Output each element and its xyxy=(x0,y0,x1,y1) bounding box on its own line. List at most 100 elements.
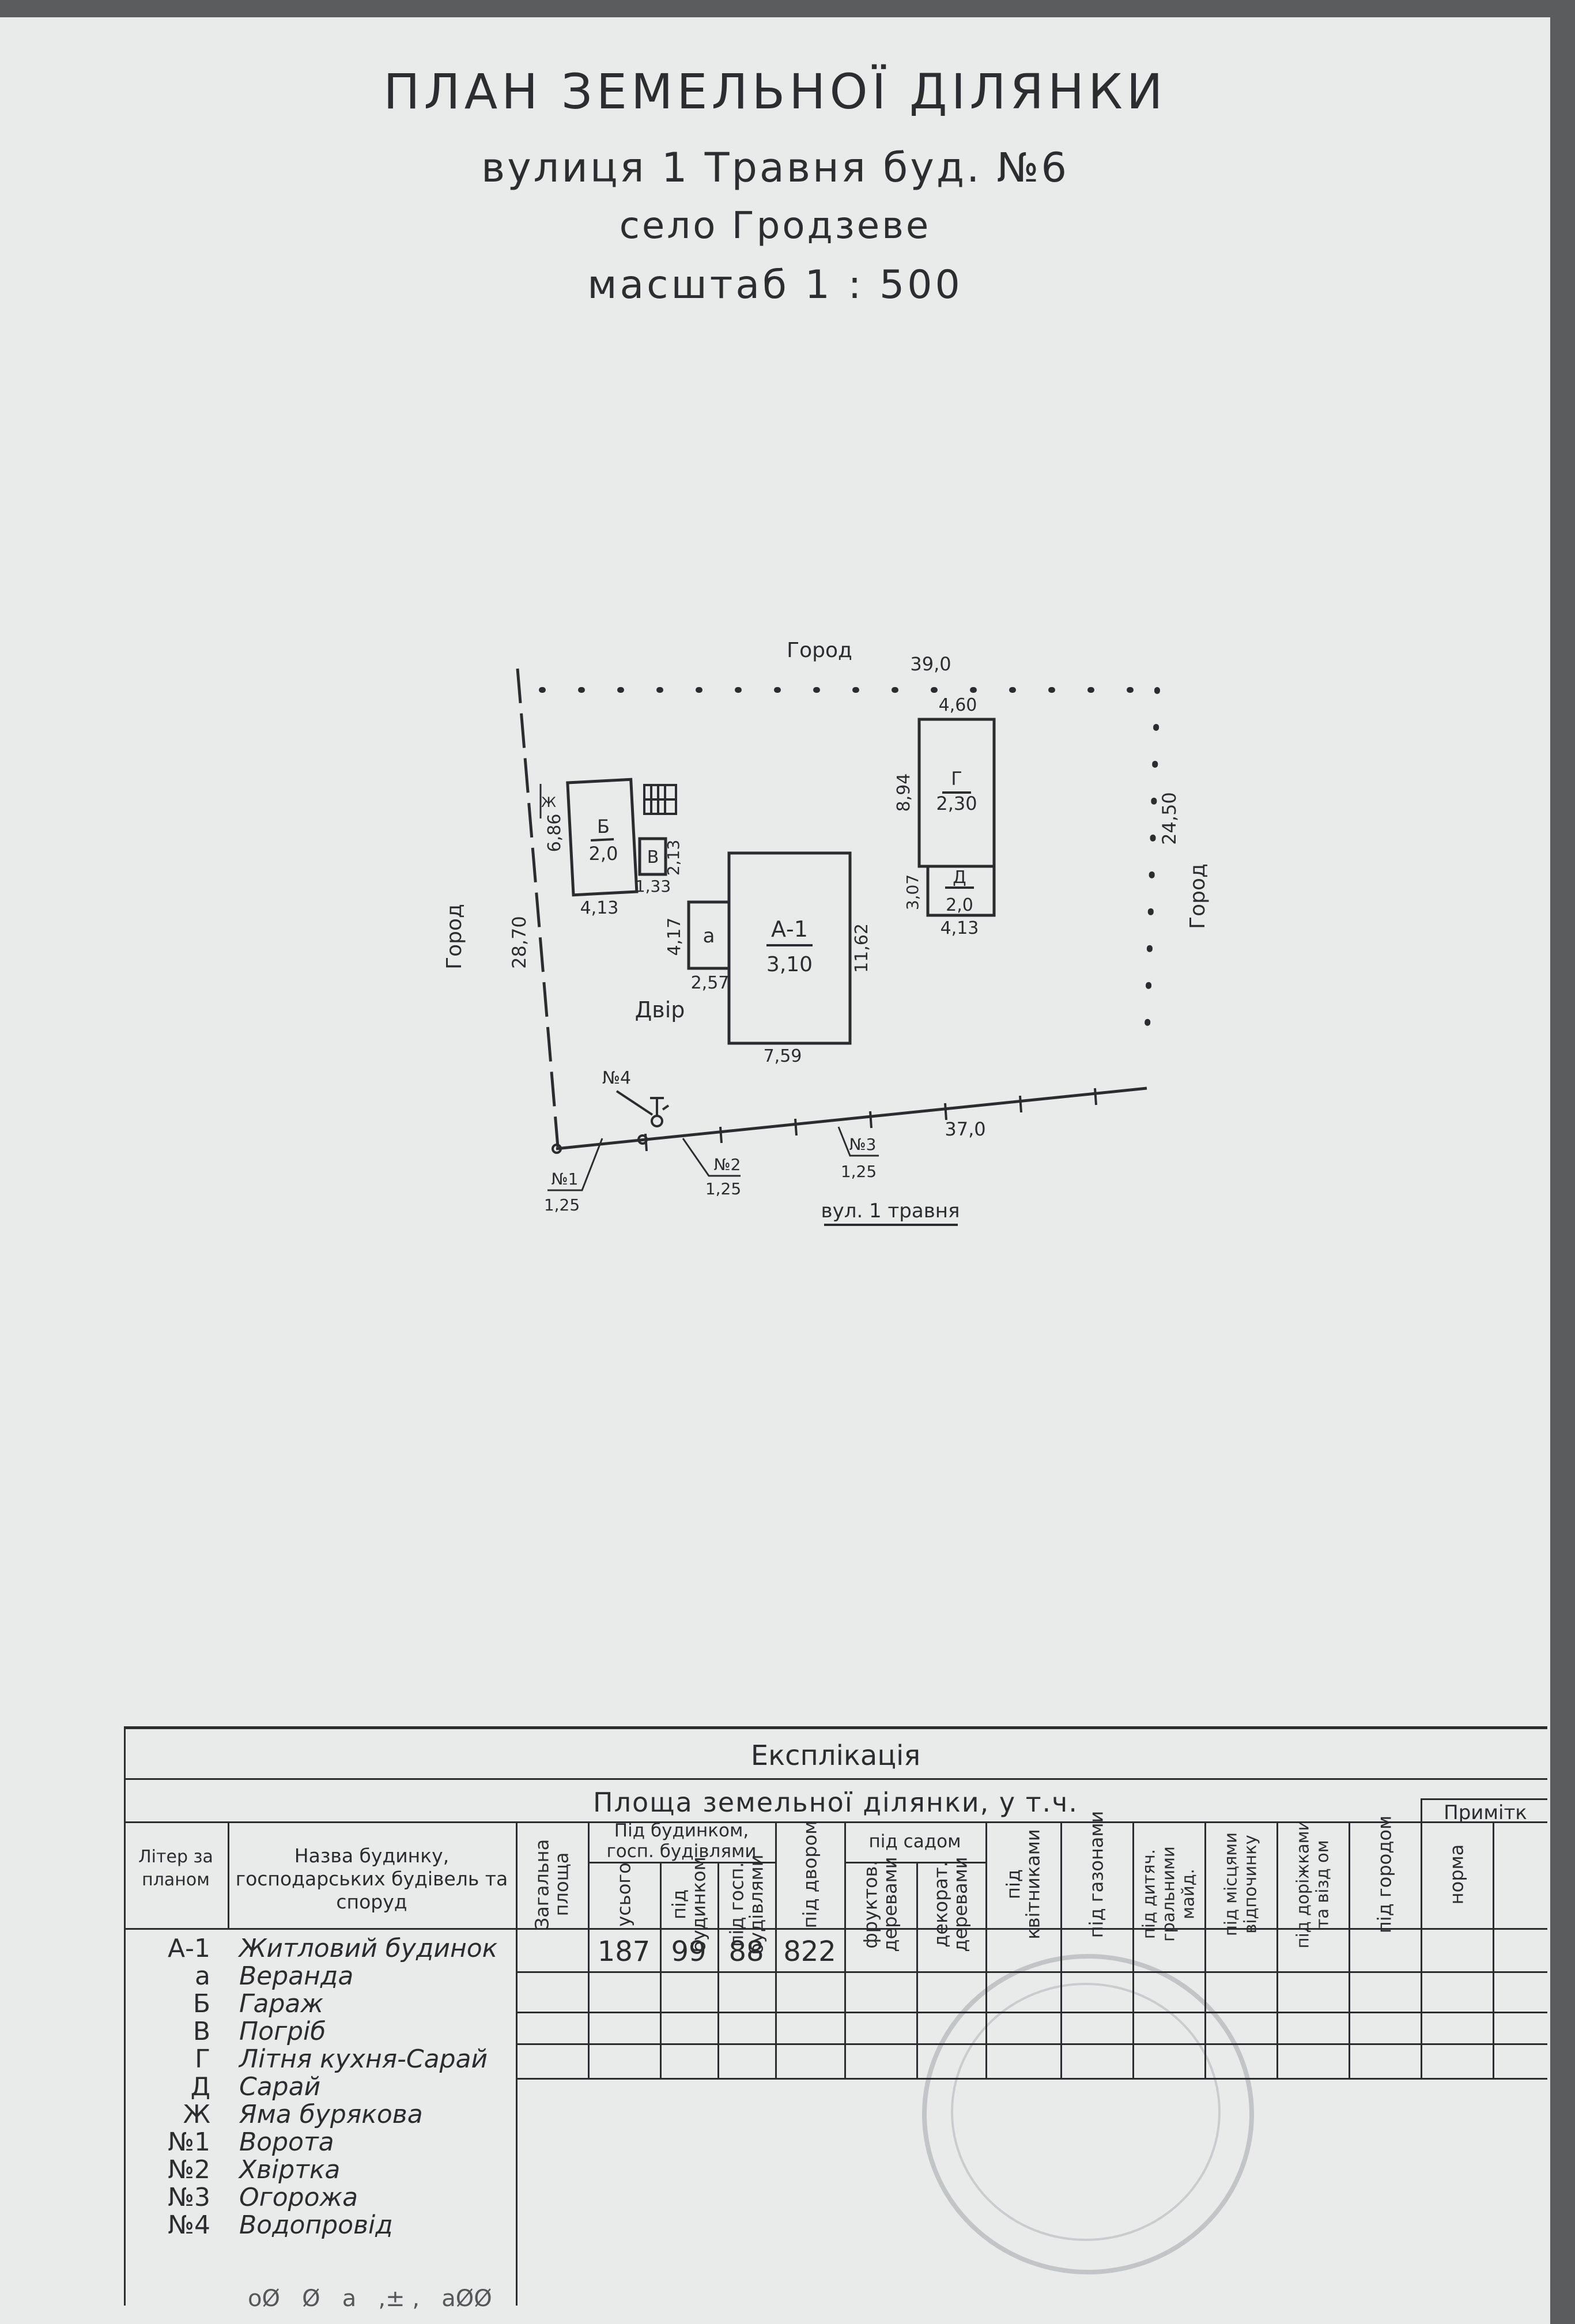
explication-title: Експлікація xyxy=(750,1740,921,1772)
shed-d xyxy=(926,865,996,917)
g-label: Г xyxy=(951,768,962,790)
legend-letter: В xyxy=(192,2017,210,2046)
label-yard: Двір xyxy=(635,997,685,1023)
d-height: 2,0 xyxy=(946,895,973,915)
site-plan-drawing: А-1 3,10 7,59 11,62 а 2,57 4,17 Б 2,0 4,… xyxy=(443,639,1210,1226)
header-playground: під дитяч. гральними майд. xyxy=(1139,1846,1198,1942)
zh-label: Ж xyxy=(541,794,556,810)
header-norm: норма xyxy=(1445,1844,1468,1905)
legend-name: Яма бурякова xyxy=(239,2100,423,2129)
a1-length: 11,62 xyxy=(852,923,872,973)
legend-letter: №2 xyxy=(168,2155,210,2185)
header-yard: під двором xyxy=(799,1820,821,1929)
a1-width: 7,59 xyxy=(764,1046,802,1066)
b-label: Б xyxy=(597,816,610,837)
mark-n2-value: 1,25 xyxy=(705,1179,741,1198)
dim-top: 39,0 xyxy=(910,653,951,675)
mark-n1-value: 1,25 xyxy=(544,1195,580,1214)
dim-bottom: 37,0 xyxy=(945,1118,985,1140)
legend-name: Ворота xyxy=(239,2127,334,2157)
cellar-v xyxy=(638,837,667,876)
legend-letter: Д xyxy=(190,2072,210,2102)
legend-letter: а xyxy=(195,1961,210,1991)
a-length: 4,17 xyxy=(664,918,685,956)
header-decor: декорат. деревами xyxy=(930,1857,972,1952)
boundary-right xyxy=(1144,687,1160,1049)
building-a1 xyxy=(727,851,852,1045)
explication-subtitle: Площа земельної ділянки, у т.ч. xyxy=(593,1787,1078,1818)
mark-n4: №4 xyxy=(602,1068,631,1088)
mark-n3-value: 1,25 xyxy=(841,1162,877,1181)
value-all: 187 xyxy=(597,1936,651,1968)
g-width: 4,60 xyxy=(939,695,977,715)
a-label: а xyxy=(703,925,715,948)
legend-name: Водопровід xyxy=(239,2210,393,2240)
village-line: село Гродзеве xyxy=(619,205,931,247)
d-width: 4,13 xyxy=(941,918,979,938)
b-length: 6,86 xyxy=(545,814,565,852)
mark-n2: №2 xyxy=(714,1155,741,1174)
header-lawn: під газонами xyxy=(1085,1810,1108,1938)
legend-letter: А-1 xyxy=(168,1934,210,1963)
legend-name: Житловий будинок xyxy=(239,1934,498,1963)
g-length: 8,94 xyxy=(894,774,914,812)
official-stamp xyxy=(922,1954,1254,2274)
dim-right: 24,50 xyxy=(1158,792,1180,845)
header-rest: під місцями відпочинку xyxy=(1221,1832,1260,1937)
legend-letter: №3 xyxy=(168,2183,210,2212)
v-width: 1,33 xyxy=(635,877,671,896)
scribble-marks: oØ Ø a ,± , aØØ xyxy=(248,2285,492,2312)
official-stamp-inner xyxy=(951,1983,1221,2241)
fence-street xyxy=(556,1086,1147,1150)
address-line: вулиця 1 Травня буд. №6 xyxy=(481,144,1069,191)
label-neighbor-right: Город xyxy=(1186,863,1210,929)
mark-n1: №1 xyxy=(552,1169,579,1189)
header-fruit: фруктов. деревами xyxy=(859,1857,901,1952)
value-house: 99 xyxy=(671,1936,707,1968)
explication-table: Експлікація Площа земельної ділянки, у т… xyxy=(124,1726,1547,2312)
garage-b xyxy=(566,778,639,897)
legend-name: Веранда xyxy=(239,1961,354,1991)
scale-line: масштаб 1 : 500 xyxy=(587,262,963,308)
legend-letter: Ж xyxy=(183,2100,210,2129)
label-neighbor-left: Город xyxy=(443,904,466,969)
header-total: Загальна площа xyxy=(531,1839,573,1930)
v-label: В xyxy=(647,847,659,867)
header-group-garden: під садом xyxy=(868,1831,961,1852)
legend-name: Погріб xyxy=(239,2017,326,2046)
legend-name: Хвіртка xyxy=(239,2155,341,2185)
header-group-buildings: Під будинком, госп. будівлями xyxy=(606,1820,757,1862)
header-vegetable: під городом xyxy=(1373,1815,1396,1934)
legend-name: Сарай xyxy=(239,2072,321,2102)
label-neighbor-top: Город xyxy=(787,639,852,662)
a1-height: 3,10 xyxy=(766,953,813,976)
legend-letter: Б xyxy=(192,1989,210,2019)
d-label: Д xyxy=(953,867,966,888)
document-title: ПЛАН ЗЕМЕЛЬНОЇ ДІЛЯНКИ xyxy=(383,63,1167,120)
header-name: Назва будинку, господарських будівель та… xyxy=(235,1844,508,1913)
water-pipe-icon xyxy=(615,1090,670,1127)
veranda-a xyxy=(687,900,731,970)
legend-name: Літня кухня-Сарай xyxy=(239,2044,488,2074)
boundary-left xyxy=(516,668,560,1148)
header-paths: під доріжками та візд ом xyxy=(1293,1820,1332,1949)
legend-letter: Г xyxy=(195,2044,210,2074)
legend-name: Огорожа xyxy=(239,2183,358,2212)
b-width: 4,13 xyxy=(580,898,619,918)
b-height: 2,0 xyxy=(589,843,618,865)
header-notes: Примітк xyxy=(1444,1801,1527,1824)
legend-name: Гараж xyxy=(239,1989,324,2019)
header-litera: Літер за планом xyxy=(138,1847,213,1890)
stairs-icon xyxy=(643,784,677,815)
legend-letter: №4 xyxy=(168,2210,210,2240)
legend-letter: №1 xyxy=(168,2127,210,2157)
a-width: 2,57 xyxy=(691,973,730,993)
label-street: вул. 1 травня xyxy=(821,1199,960,1223)
value-outbuild: 88 xyxy=(728,1936,764,1968)
v-length: 2,13 xyxy=(664,840,683,876)
a1-label: А-1 xyxy=(771,916,808,942)
g-height: 2,30 xyxy=(936,793,977,814)
mark-n3: №3 xyxy=(849,1135,877,1154)
d-length: 3,07 xyxy=(903,874,922,910)
dim-left: 28,70 xyxy=(508,916,530,969)
